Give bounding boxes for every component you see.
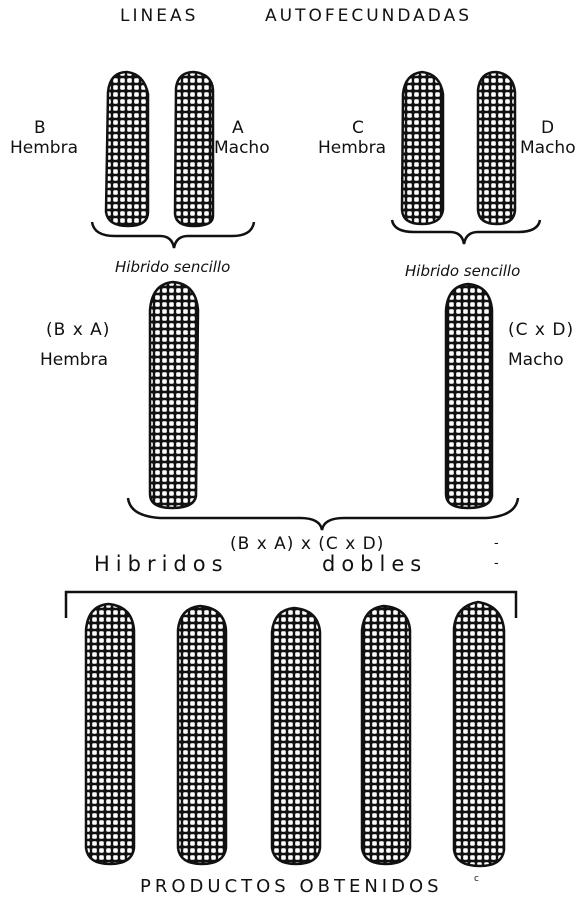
footer-productos-obtenidos: PRODUCTOS OBTENIDOS <box>140 876 443 897</box>
mark-dash-1: - <box>494 536 499 551</box>
corn-ear-bxa <box>150 282 198 508</box>
label-c-sex: Hembra <box>318 138 386 158</box>
label-c-letter: C <box>352 118 364 138</box>
header-autofecundadas: AUTOFECUNDADAS <box>265 6 472 26</box>
label-d-sex: Macho <box>520 138 576 158</box>
label-b-sex: Hembra <box>10 138 78 158</box>
corn-ear-cxd <box>446 284 492 508</box>
label-a-sex: Macho <box>214 138 270 158</box>
caption-hibrido-right: Hibrido sencillo <box>405 262 520 280</box>
footer-mark: c <box>474 874 479 884</box>
corn-ear-product-2 <box>178 606 226 864</box>
corn-ear-c <box>402 72 443 224</box>
label-d-letter: D <box>541 118 554 138</box>
mark-dash-2: - <box>494 556 499 571</box>
brace-left-single <box>92 222 254 248</box>
label-a-letter: A <box>232 118 244 138</box>
header-lineas: LINEAS <box>120 6 198 26</box>
corn-ear-product-4 <box>362 606 410 864</box>
label-b-letter: B <box>34 118 46 138</box>
corn-ear-d <box>478 72 515 224</box>
caption-hibrido-left: Hibrido sencillo <box>115 258 230 276</box>
label-dobles: dobles <box>322 552 427 576</box>
label-double-cross: (B x A) x (C x D) <box>230 534 384 554</box>
label-hibridos: Hibridos <box>94 552 229 576</box>
corn-ear-product-1 <box>86 604 134 864</box>
label-bxa-sex: Hembra <box>40 350 108 370</box>
label-cxd-cross: (C x D) <box>508 320 574 340</box>
label-cxd-sex: Macho <box>508 350 564 370</box>
label-bxa-cross: (B x A) <box>46 320 110 340</box>
corn-ear-product-5 <box>454 602 504 866</box>
corn-ear-a <box>175 72 213 226</box>
corn-ear-b <box>106 72 148 226</box>
corn-ear-product-3 <box>272 608 320 864</box>
